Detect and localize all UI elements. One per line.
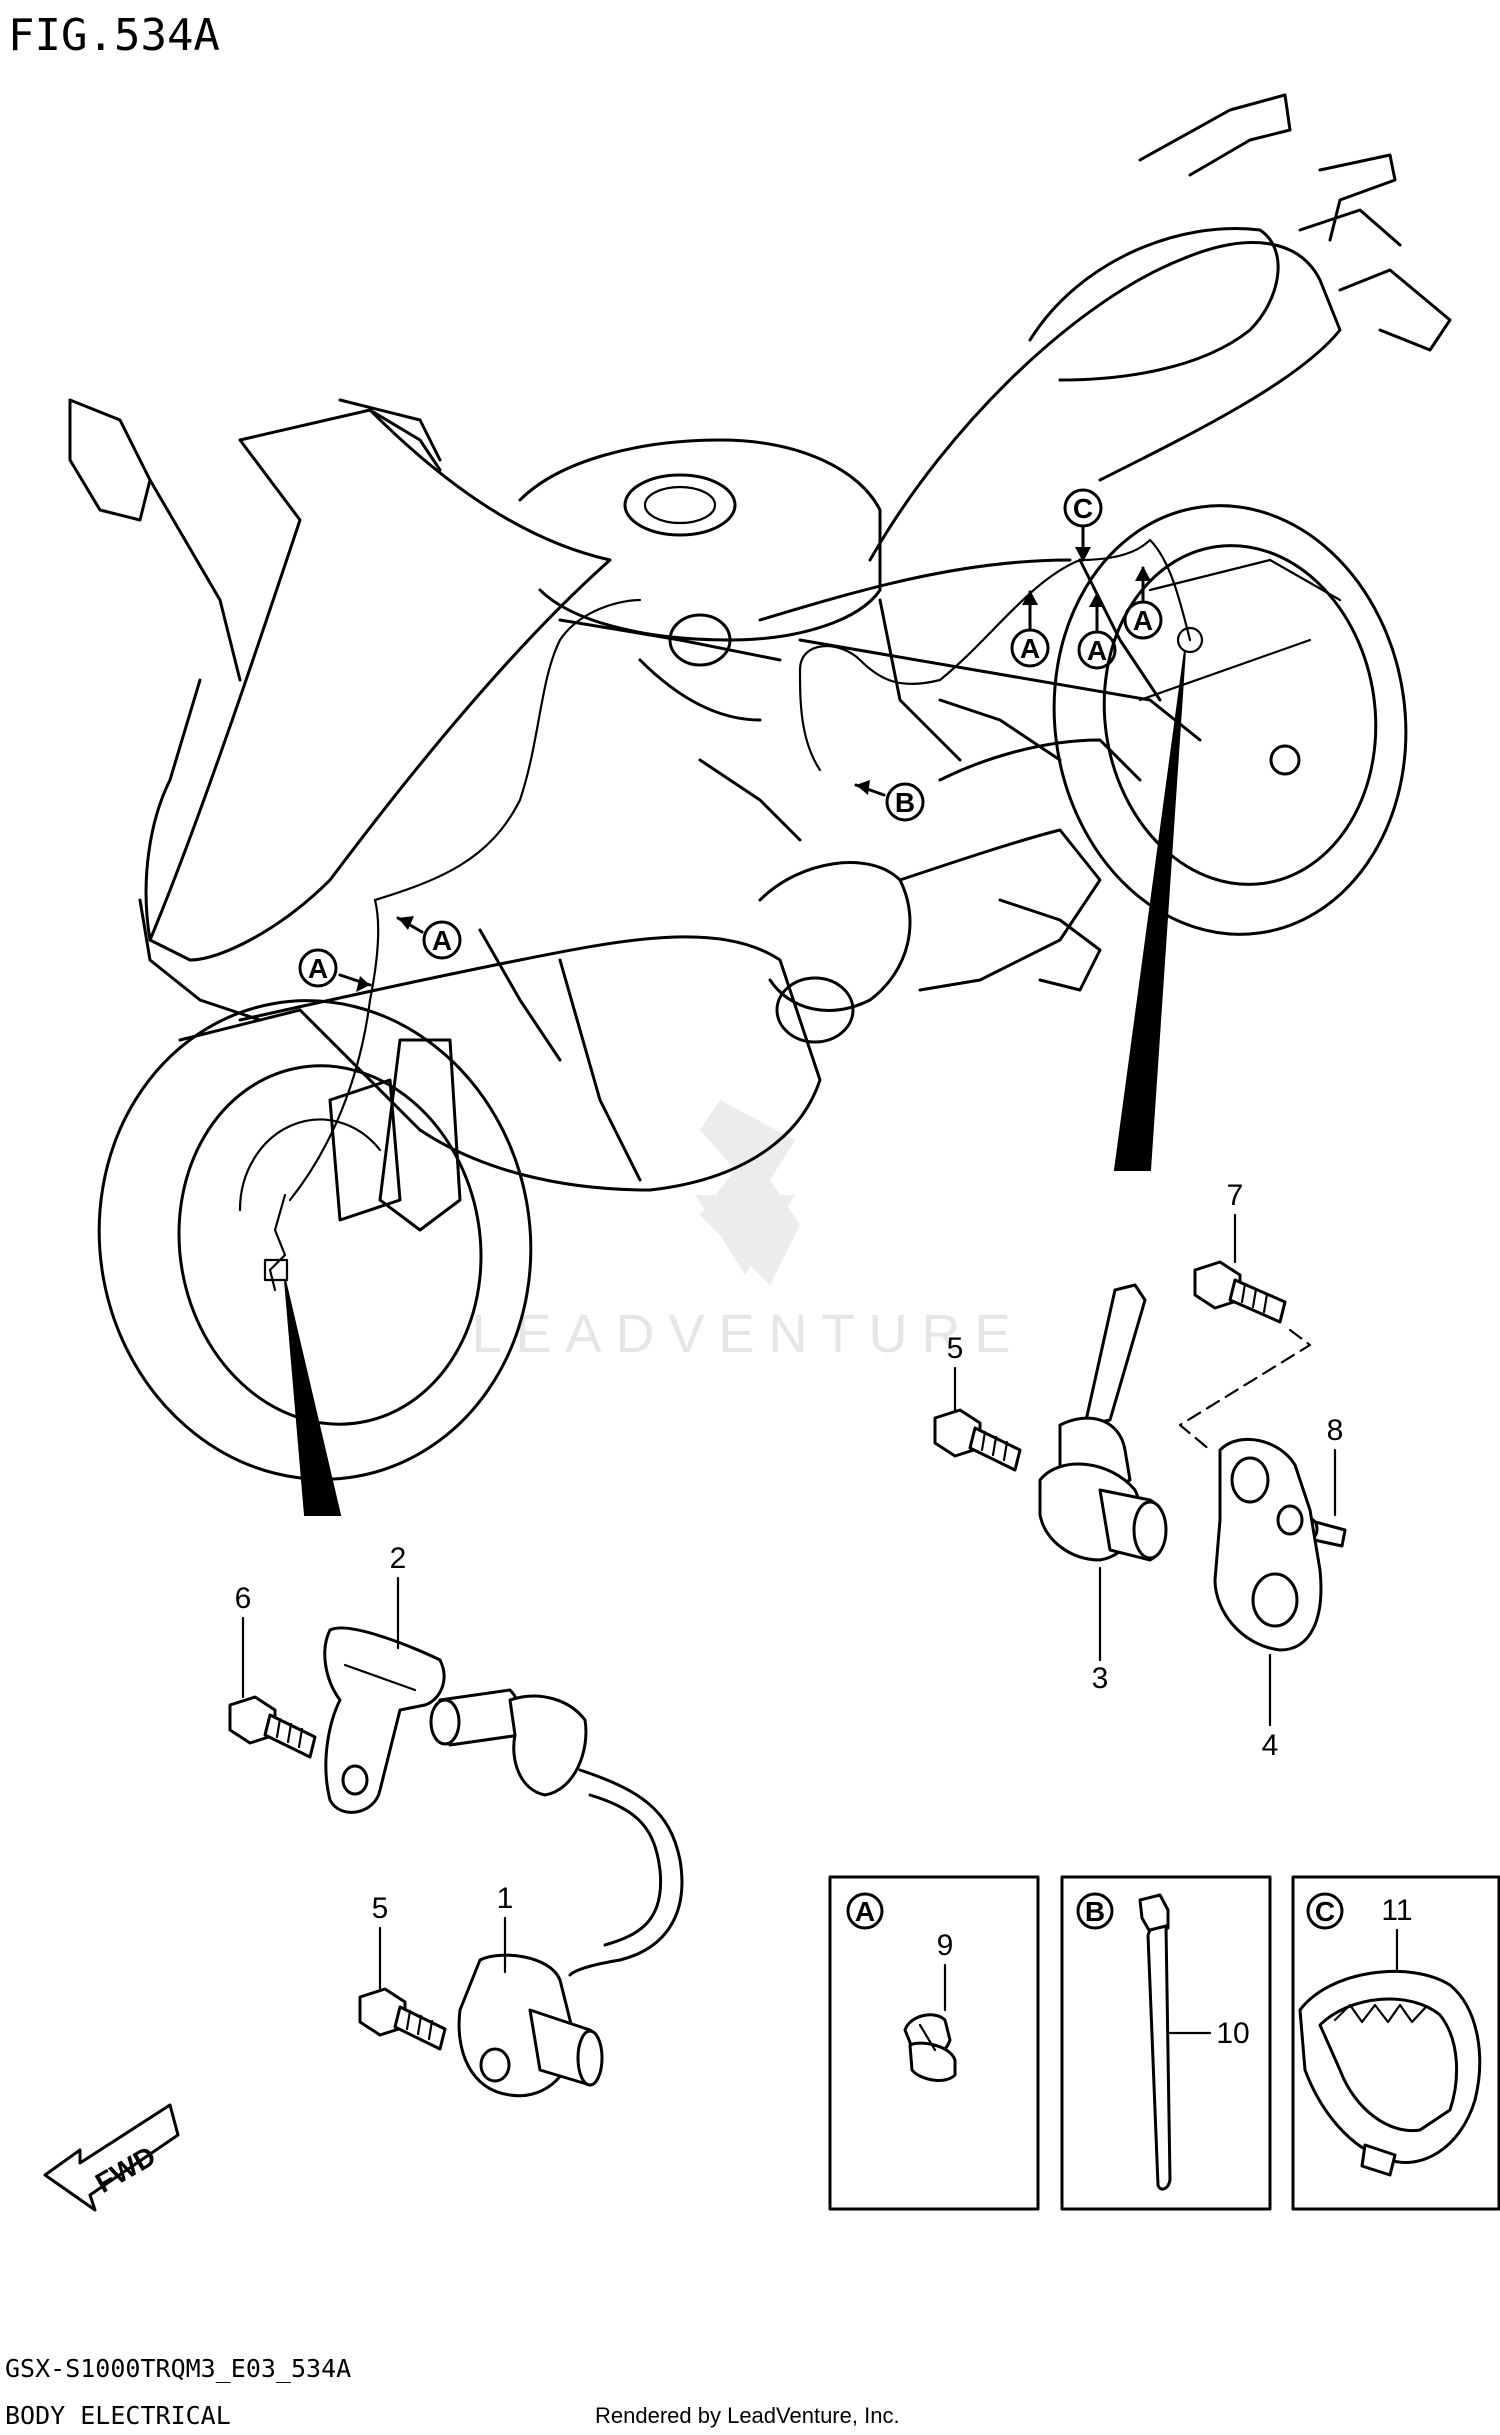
part-6-bolt: 6 [228,1582,317,1759]
svg-text:A: A [1020,633,1040,664]
part-5-bolt-upper: 5 [933,1332,1022,1472]
routing-markers: A A B A A A [298,488,1163,992]
section-name: BODY ELECTRICAL [5,2401,231,2430]
marker-a-2: A [396,916,462,960]
marker-a-1: A [298,948,372,992]
callout-6: 6 [235,1582,252,1615]
svg-text:A: A [1133,605,1153,636]
callout-4: 4 [1262,1729,1279,1762]
marker-c: C [1063,488,1103,562]
rendered-by: Rendered by LeadVenture, Inc. [595,2403,900,2428]
callout-8: 8 [1327,1414,1344,1447]
callout-10: 10 [1216,2017,1249,2050]
marker-a-4: A [1077,592,1117,670]
svg-text:A: A [432,925,452,956]
assembly-line [1178,1328,1312,1452]
figure-title: FIG.534A [8,10,220,61]
marker-a-5: A [1123,566,1163,640]
callout-2: 2 [390,1542,407,1575]
leadventure-watermark: LEADVENTURE [471,1100,1024,1364]
callout-1: 1 [497,1882,514,1915]
svg-text:A: A [308,953,328,984]
detail-box-b: B 10 [1060,1875,1272,2211]
motorcycle-illustration [68,93,1452,1516]
part-5-bolt-lower: 5 [358,1892,447,2051]
svg-text:B: B [895,787,915,818]
part-3-rear-sensor: 3 [1038,1283,1168,1695]
marker-a-3: A [1010,590,1050,668]
callout-3: 3 [1092,1662,1109,1695]
detail-box-a-marker: A [855,1896,875,1927]
watermark-text: LEADVENTURE [471,1304,1024,1364]
detail-box-c: C 11 [1291,1875,1500,2211]
callout-5-lower: 5 [372,1892,389,1925]
detail-box-c-marker: C [1315,1896,1335,1927]
detail-box-b-marker: B [1085,1896,1105,1927]
callout-9: 9 [937,1929,954,1962]
svg-text:A: A [1087,635,1107,666]
model-code: GSX-S1000TRQM3_E03_534A [5,2354,351,2383]
part-1-front-sensor: 1 [429,1688,684,2098]
callout-11: 11 [1381,1894,1412,1927]
part-2-bracket: 2 [323,1542,446,1814]
marker-b: B [854,780,925,822]
part-7-bolt: 7 [1193,1179,1287,1324]
svg-text:C: C [1073,493,1093,524]
fwd-arrow: FWD [43,2103,180,2212]
detail-box-a: A 9 [828,1875,1040,2211]
callout-7: 7 [1227,1179,1244,1212]
callout-5-upper: 5 [947,1332,964,1365]
part-4-bracket: 4 [1213,1437,1323,1762]
